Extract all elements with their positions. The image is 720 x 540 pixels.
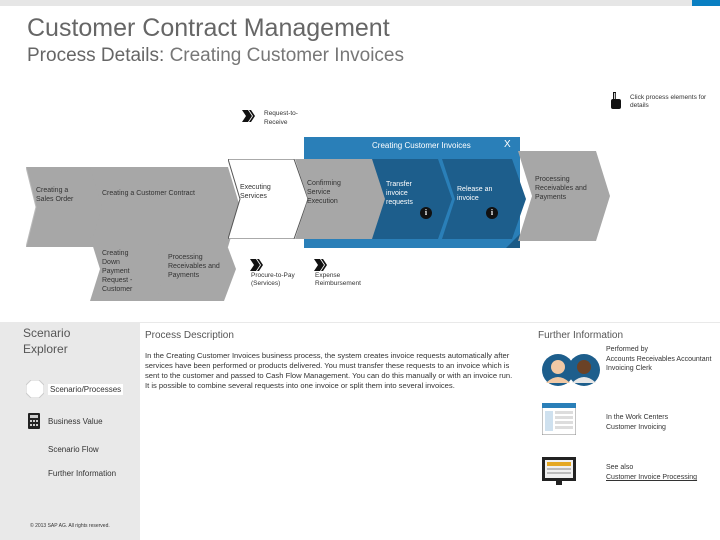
click-hint: Click process elements for details <box>606 92 716 118</box>
step-processing-receivables-payments[interactable]: Processing Receivables and Payments <box>518 151 610 241</box>
work-centers-label: In the Work Centers <box>606 414 669 421</box>
subtitle-main: Creating Customer Invoices <box>169 45 404 66</box>
step-shape <box>90 167 240 247</box>
performed-by-role: Accounts Receivables Accountant <box>606 355 712 363</box>
step-label: Executing Services <box>240 184 271 200</box>
scenario-flow-icon <box>26 443 44 455</box>
info-icon[interactable]: i <box>486 207 498 219</box>
process-description-body: In the Creating Customer Invoices busine… <box>145 351 513 390</box>
subtitle-prefix: Process Details: <box>27 45 165 66</box>
expense-reimbursement-link[interactable]: Expense Reimbursement <box>314 258 361 287</box>
performed-by-role: Invoicing Clerk <box>606 365 652 372</box>
page-subtitle: Process Details: Creating Customer Invoi… <box>27 45 404 67</box>
explorer-item-further-information[interactable]: Further Information <box>48 469 117 478</box>
step-executing-services[interactable]: Executing Services <box>228 159 308 239</box>
step-shape <box>518 151 610 241</box>
step-transfer-invoice-requests[interactable]: Transfer invoice requests i <box>372 159 452 239</box>
step-shape <box>26 167 110 247</box>
close-icon[interactable]: X <box>504 139 511 150</box>
pointer-hand-icon <box>611 92 621 109</box>
step-creating-sales-order[interactable]: Creating a Sales Order <box>26 167 110 247</box>
step-label: Confirming Service Execution <box>307 180 341 205</box>
step-creating-customer-contract[interactable]: Creating a Customer Contract <box>90 167 240 247</box>
process-description: Process Description In the Creating Cust… <box>140 323 532 540</box>
top-bar-accent <box>692 0 720 6</box>
step-label: Processing Receivables and Payments <box>168 254 220 279</box>
see-also-label: See also <box>606 464 634 471</box>
procure-to-pay-link[interactable]: Procure-to-Pay (Services) <box>250 258 295 287</box>
further-information-icon <box>26 467 44 479</box>
top-bar <box>0 0 720 6</box>
performed-by: Performed by Accounts Receivables Accoun… <box>606 345 716 374</box>
scenario-explorer-title: Scenario Explorer <box>23 326 71 356</box>
step-label: Creating a Sales Order <box>36 187 74 203</box>
copyright: © 2013 SAP AG. All rights reserved. <box>30 523 110 529</box>
further-information: Further Information Performed by Account… <box>532 323 720 540</box>
step-label: Processing Receivables and Payments <box>535 176 587 201</box>
explorer-item-scenario-processes[interactable]: Scenario/Processes <box>48 384 124 395</box>
see-also-link[interactable]: Customer Invoice Processing <box>606 474 698 481</box>
step-processing-receivables-payments-2[interactable]: Processing Receivables and Payments <box>156 237 236 301</box>
see-also: See also Customer Invoice Processing <box>606 463 697 483</box>
step-label: Creating a Customer Contract <box>102 190 195 197</box>
people-avatar-icon <box>542 354 600 386</box>
scenario-explorer: Scenario Explorer Scenario/Processes Bus… <box>23 325 141 540</box>
explorer-item-scenario-flow[interactable]: Scenario Flow <box>48 445 99 454</box>
further-information-title: Further Information <box>538 330 624 341</box>
panel-title: Creating Customer Invoices <box>372 141 471 150</box>
calculator-icon <box>28 413 40 429</box>
step-label: Release an invoice <box>457 186 493 202</box>
step-label: Transfer invoice requests <box>386 181 413 206</box>
monitor-icon <box>542 457 576 485</box>
step-shape <box>228 159 308 239</box>
expense-reimbursement-label: Expense Reimbursement <box>315 272 361 287</box>
step-shape <box>90 237 176 301</box>
double-chevron-icon <box>242 110 255 122</box>
step-release-an-invoice[interactable]: Release an invoice i <box>442 159 526 239</box>
info-icon[interactable]: i <box>420 207 432 219</box>
work-centers-value: Customer Invoicing <box>606 424 666 431</box>
step-confirming-service-execution[interactable]: Confirming Service Execution <box>295 159 387 239</box>
click-hint-text: Click process elements for details <box>630 94 707 109</box>
stop-sign-icon <box>26 380 44 398</box>
double-chevron-icon <box>250 259 263 271</box>
process-description-title: Process Description <box>145 330 234 341</box>
page-title: Customer Contract Management <box>27 14 390 42</box>
work-center-screenshot-icon <box>542 403 576 435</box>
explorer-item-business-value[interactable]: Business Value <box>48 417 103 426</box>
step-shape <box>295 159 387 239</box>
double-chevron-icon <box>314 259 327 271</box>
request-to-receive-label: Request-to-Receive <box>264 110 298 126</box>
step-label: Creating Down Payment Request - Customer <box>102 250 133 293</box>
work-centers: In the Work Centers Customer Invoicing <box>606 413 668 433</box>
step-shape <box>156 237 236 301</box>
performed-by-label: Performed by <box>606 346 649 353</box>
step-creating-down-payment[interactable]: Creating Down Payment Request - Customer <box>90 237 176 301</box>
procure-to-pay-label: Procure-to-Pay (Services) <box>251 272 295 287</box>
step-shape <box>372 159 452 239</box>
step-shape <box>442 159 526 239</box>
